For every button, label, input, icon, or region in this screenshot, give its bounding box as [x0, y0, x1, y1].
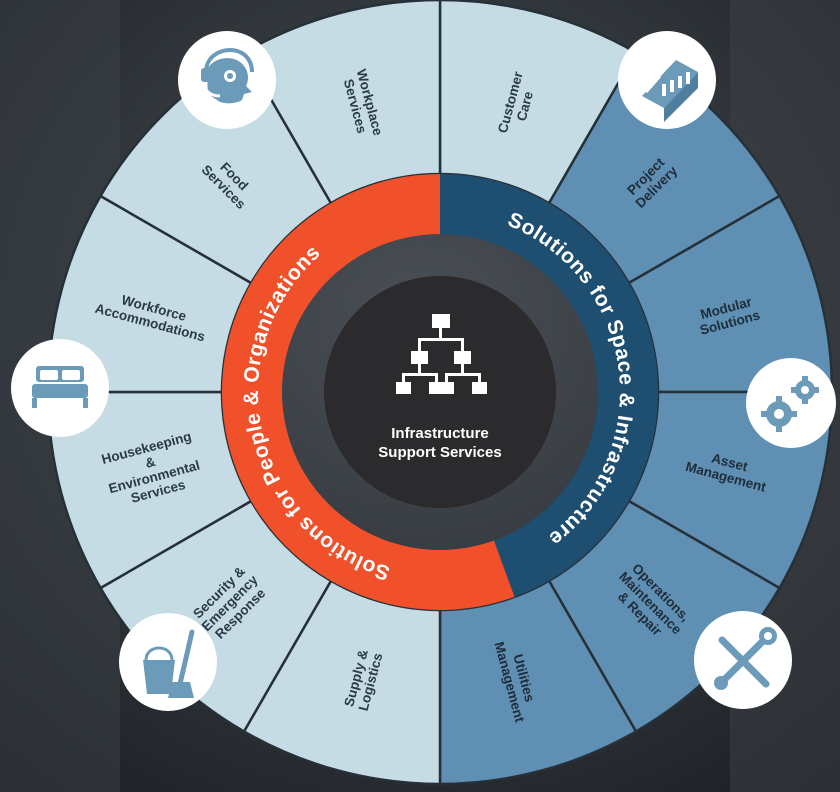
- cleaning-bucket-icon: [143, 629, 195, 698]
- people-ring-arc: [221, 174, 515, 610]
- tools-badge: [694, 611, 792, 709]
- space-ring-arc: [440, 174, 658, 597]
- segment-labels: CustomerCareProjectDeliveryModularSoluti…: [93, 68, 768, 725]
- icon-badges: [11, 31, 836, 711]
- headset-icon: [201, 47, 254, 104]
- gears-badge: [746, 358, 836, 448]
- hub-title-line1: Infrastructure: [391, 425, 489, 442]
- bed-icon: [32, 366, 88, 408]
- tools-icon: [718, 634, 770, 688]
- modular-building-badge: [618, 31, 716, 129]
- headset-badge: [178, 31, 276, 129]
- bed-badge: [11, 339, 109, 437]
- cleaning-bucket-badge: [119, 613, 217, 711]
- hub-title-line2: Support Services: [378, 444, 501, 461]
- gears-icon: [761, 376, 819, 432]
- org-chart-icon: [396, 314, 487, 394]
- hub: Infrastructure Support Services: [324, 276, 556, 508]
- modular-building-icon: [642, 60, 698, 122]
